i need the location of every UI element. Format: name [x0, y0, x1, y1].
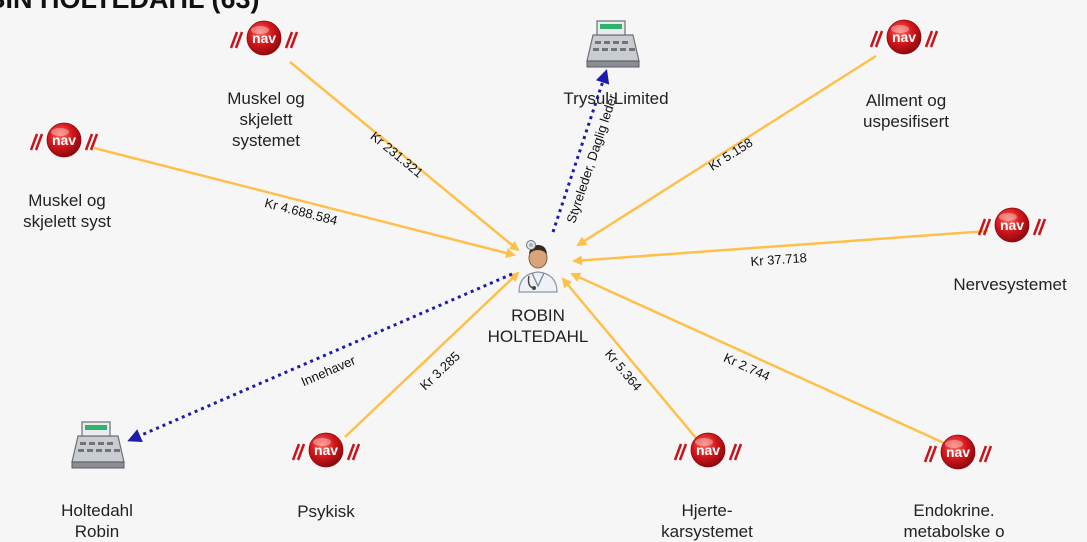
node-label-endokrine: Endokrine. metabolske o	[903, 501, 1005, 541]
edge-endokrine	[570, 272, 945, 445]
node-label-muskel-skjelett-systemet: Muskel og skjelett systemet	[227, 89, 305, 150]
edge-allment	[576, 54, 877, 247]
nav-node-hjerte[interactable]: nav	[673, 430, 743, 470]
nav-logo: nav	[291, 432, 361, 468]
nav-node-endokrine[interactable]: nav	[923, 432, 993, 472]
node-label-trysul-limited: Trysul Limited	[563, 89, 669, 108]
cash-register-icon	[71, 421, 125, 469]
svg-text:nav: nav	[696, 442, 720, 458]
node-label-hjerte: Hjerte- karsystemet	[661, 501, 753, 541]
edge-hjerte	[561, 277, 697, 439]
center-person-label: ROBIN HOLTEDAHL	[487, 306, 589, 346]
page-title: BIN HOLTEDAHL (63)	[0, 0, 260, 15]
nav-node-nervesystemet[interactable]: nav	[977, 205, 1047, 245]
node-label-holtedahl-robin: Holtedahl Robin	[61, 501, 133, 541]
svg-text:nav: nav	[946, 444, 970, 460]
edge-muskel-skjelett-syst	[93, 146, 516, 258]
edge-psykisk	[344, 271, 520, 438]
nav-logo: nav	[673, 432, 743, 468]
edge-label-endokrine: Kr 2.744	[721, 350, 772, 384]
nav-node-psykisk[interactable]: nav	[291, 430, 361, 470]
edge-label-psykisk: Kr 3.285	[417, 348, 463, 393]
svg-text:nav: nav	[52, 132, 76, 148]
company-node-trysul-limited[interactable]	[583, 17, 643, 69]
nav-node-allment[interactable]: nav	[869, 17, 939, 57]
node-label-muskel-skjelett-syst: Muskel og skjelett syst	[23, 191, 111, 231]
svg-text:nav: nav	[314, 442, 338, 458]
nav-logo: nav	[29, 122, 99, 158]
center-person-node[interactable]	[513, 236, 563, 294]
svg-text:nav: nav	[1000, 217, 1024, 233]
edge-trysul-limited	[551, 69, 610, 233]
svg-text:nav: nav	[252, 30, 276, 46]
edge-nervesystemet	[572, 229, 989, 266]
node-label-psykisk: Psykisk	[297, 502, 355, 521]
node-label-nervesystemet: Nervesystemet	[953, 275, 1067, 294]
cash-register-icon	[586, 20, 640, 68]
edge-label-holtedahl-robin: Innehaver	[299, 352, 359, 389]
nav-logo: nav	[923, 434, 993, 470]
edge-label-muskel-skjelett-systemet: Kr 231.321	[368, 129, 427, 181]
nav-node-muskel-skjelett-systemet[interactable]: nav	[229, 18, 299, 58]
company-node-holtedahl-robin[interactable]	[68, 418, 128, 470]
nav-logo: nav	[869, 19, 939, 55]
node-label-allment: Allment og uspesifisert	[863, 91, 949, 131]
nav-logo: nav	[977, 207, 1047, 243]
nav-node-muskel-skjelett-syst[interactable]: nav	[29, 120, 99, 160]
nav-logo: nav	[229, 20, 299, 56]
edge-label-nervesystemet: Kr 37.718	[750, 250, 807, 269]
edge-muskel-skjelett-systemet	[289, 61, 520, 252]
doctor-icon	[518, 240, 558, 293]
svg-text:nav: nav	[892, 29, 916, 45]
edge-label-allment: Kr 5.158	[706, 135, 756, 174]
edge-group	[93, 54, 989, 445]
